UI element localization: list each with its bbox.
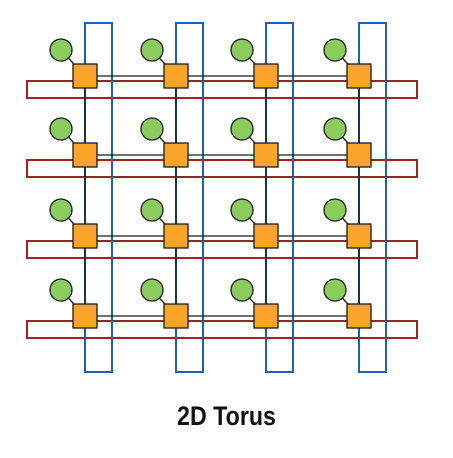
compute-node-1-4	[323, 38, 347, 62]
compute-node-4-3	[230, 278, 254, 302]
router-2-4	[346, 142, 372, 168]
router-1-1	[72, 63, 98, 89]
router-3-1	[72, 223, 98, 249]
compute-node-3-3	[230, 198, 254, 222]
compute-node-4-2	[140, 278, 164, 302]
router-3-3	[253, 223, 279, 249]
router-2-2	[163, 142, 189, 168]
router-4-1	[72, 303, 98, 329]
row-wraparound-links	[26, 80, 418, 339]
compute-node-4-4	[323, 278, 347, 302]
compute-node-2-2	[140, 117, 164, 141]
compute-node-2-4	[323, 117, 347, 141]
router-3-2	[163, 223, 189, 249]
router-2-1	[72, 142, 98, 168]
compute-node-2-1	[49, 117, 73, 141]
router-3-4	[346, 223, 372, 249]
compute-node-3-4	[323, 198, 347, 222]
router-1-3	[253, 63, 279, 89]
router-4-3	[253, 303, 279, 329]
compute-node-1-3	[230, 38, 254, 62]
router-1-2	[163, 63, 189, 89]
compute-node-3-1	[49, 198, 73, 222]
compute-nodes	[49, 38, 347, 302]
router-1-4	[346, 63, 372, 89]
router-4-2	[163, 303, 189, 329]
routers	[72, 63, 372, 329]
row-wraparound-link-3	[26, 240, 418, 259]
compute-node-1-2	[140, 38, 164, 62]
row-wraparound-link-4	[26, 320, 418, 339]
node-to-router-links	[60, 49, 360, 317]
mesh-links	[84, 75, 360, 317]
diagram-caption: 2D Torus	[177, 401, 276, 431]
row-wraparound-link-1	[26, 80, 418, 99]
router-2-3	[253, 142, 279, 168]
compute-node-4-1	[49, 278, 73, 302]
router-4-4	[346, 303, 372, 329]
compute-node-1-1	[49, 38, 73, 62]
compute-node-2-3	[230, 117, 254, 141]
compute-node-3-2	[140, 198, 164, 222]
row-wraparound-link-2	[26, 159, 418, 178]
